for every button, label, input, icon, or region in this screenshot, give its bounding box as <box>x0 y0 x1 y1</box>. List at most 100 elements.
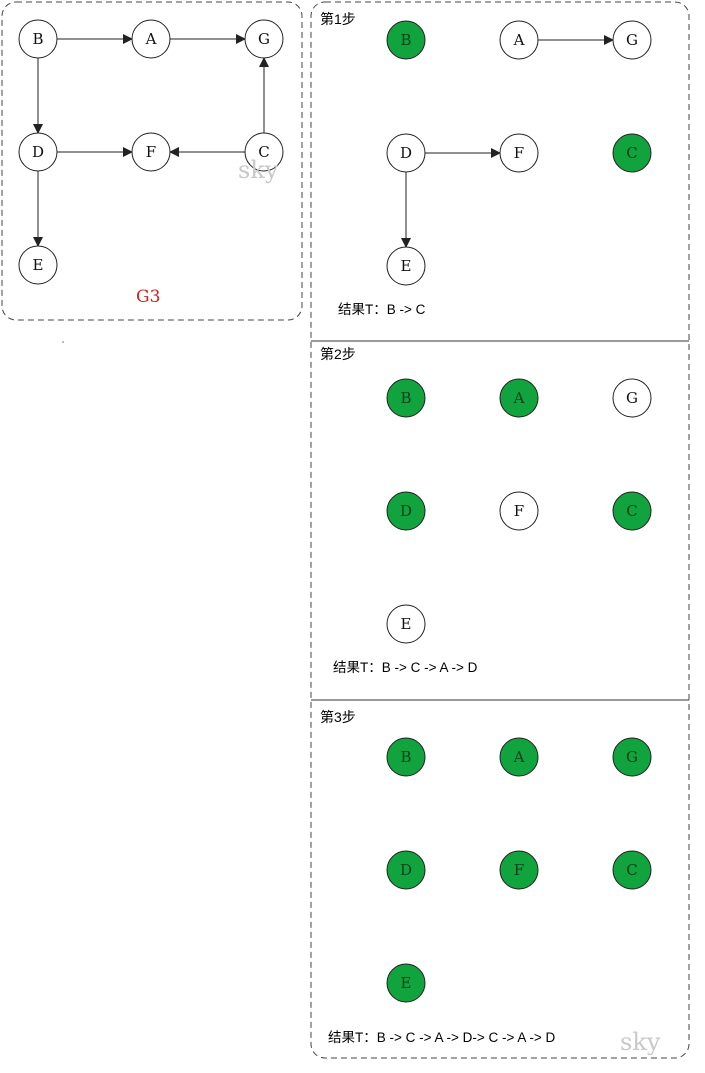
node-circle <box>386 491 426 531</box>
node-G: G <box>612 20 652 60</box>
node-E: E <box>386 604 426 644</box>
node-A: A <box>499 737 539 777</box>
node-circle <box>612 491 652 531</box>
graph-nodes: B A G D F C E <box>18 19 284 285</box>
stray-dot <box>62 341 64 343</box>
node-circle <box>244 19 284 59</box>
node-E: E <box>386 963 426 1003</box>
graph-title: G3 <box>136 287 160 307</box>
graph-panel: B A G D F C E sky G3 <box>1 1 303 321</box>
node-F: F <box>499 133 539 173</box>
step-nodes: B A G D F C E <box>386 20 652 286</box>
node-label: G <box>626 31 638 49</box>
step-panel-1: 第1步 B A G D F C E 结果T：B -> C <box>320 11 652 317</box>
node-B: B <box>386 20 426 60</box>
node-E: E <box>386 246 426 286</box>
node-label: F <box>514 502 524 520</box>
node-B: B <box>386 737 426 777</box>
steps-panel-border <box>310 1 690 1059</box>
step-title: 第1步 <box>320 11 356 27</box>
graph-edges <box>33 34 269 247</box>
bottom-watermark: sky <box>620 1028 661 1056</box>
step-nodes: B A G D F C E <box>386 378 652 644</box>
node-label: E <box>401 974 412 992</box>
node-G: G <box>244 19 284 59</box>
node-label: C <box>626 861 637 879</box>
step-result: 结果T：B -> C -> A -> D <box>333 660 478 675</box>
node-circle <box>386 133 426 173</box>
node-G: G <box>612 378 652 418</box>
node-circle <box>131 19 171 59</box>
node-label: F <box>514 144 524 162</box>
step-edges <box>401 35 614 248</box>
node-label: C <box>626 502 637 520</box>
node-label: B <box>400 748 411 766</box>
node-circle <box>499 133 539 173</box>
node-circle <box>612 133 652 173</box>
node-C: C <box>612 850 652 890</box>
node-E: E <box>18 245 58 285</box>
node-circle <box>386 963 426 1003</box>
node-label: G <box>626 748 638 766</box>
node-circle <box>18 19 58 59</box>
node-label: G <box>258 30 270 48</box>
node-label: A <box>513 31 525 49</box>
graph-panel-border <box>1 1 303 321</box>
node-label: C <box>626 144 637 162</box>
node-circle <box>612 20 652 60</box>
node-label: B <box>32 30 43 48</box>
node-F: F <box>499 491 539 531</box>
node-label: D <box>400 861 412 879</box>
node-D: D <box>386 491 426 531</box>
node-label: G <box>626 389 638 407</box>
node-A: A <box>499 378 539 418</box>
node-circle <box>386 378 426 418</box>
node-label: E <box>401 615 412 633</box>
step-title: 第3步 <box>320 709 356 725</box>
node-label: B <box>400 389 411 407</box>
node-D: D <box>386 850 426 890</box>
node-circle <box>612 378 652 418</box>
node-label: D <box>32 143 44 161</box>
step-panel-3: 第3步 B A G D F C E 结果T：B -> C -> A -> D-> C -> … <box>320 709 652 1045</box>
node-label: E <box>33 256 44 274</box>
node-circle <box>499 737 539 777</box>
node-G: G <box>612 737 652 777</box>
node-label: F <box>146 143 156 161</box>
graph-watermark: sky <box>238 156 279 184</box>
node-circle <box>18 245 58 285</box>
node-label: A <box>145 30 157 48</box>
node-label: D <box>400 502 412 520</box>
node-circle <box>386 246 426 286</box>
step-nodes: B A G D F C E <box>386 737 652 1003</box>
step-result: 结果T：B -> C -> A -> D-> C -> A -> D <box>328 1030 556 1045</box>
node-circle <box>612 737 652 777</box>
step-title: 第2步 <box>320 346 356 362</box>
node-circle <box>499 850 539 890</box>
node-circle <box>131 132 171 172</box>
step-result: 结果T：B -> C <box>338 302 426 317</box>
node-C: C <box>244 132 284 172</box>
node-circle <box>612 850 652 890</box>
node-label: A <box>513 389 525 407</box>
node-label: E <box>401 257 412 275</box>
node-C: C <box>612 491 652 531</box>
steps-panel: 第1步 B A G D F C E 结果T：B -> C 第2步 B A G D F C E 结果T：B… <box>310 1 690 1059</box>
node-D: D <box>386 133 426 173</box>
node-circle <box>386 737 426 777</box>
node-circle <box>499 20 539 60</box>
node-label: C <box>258 143 269 161</box>
node-F: F <box>499 850 539 890</box>
node-B: B <box>386 378 426 418</box>
node-label: A <box>513 748 525 766</box>
step-panel-2: 第2步 B A G D F C E 结果T：B -> C -> A -> D <box>320 346 652 675</box>
node-B: B <box>18 19 58 59</box>
node-label: D <box>400 144 412 162</box>
node-label: B <box>400 31 411 49</box>
node-circle <box>386 604 426 644</box>
node-circle <box>499 491 539 531</box>
node-F: F <box>131 132 171 172</box>
node-circle <box>386 850 426 890</box>
node-circle <box>386 20 426 60</box>
